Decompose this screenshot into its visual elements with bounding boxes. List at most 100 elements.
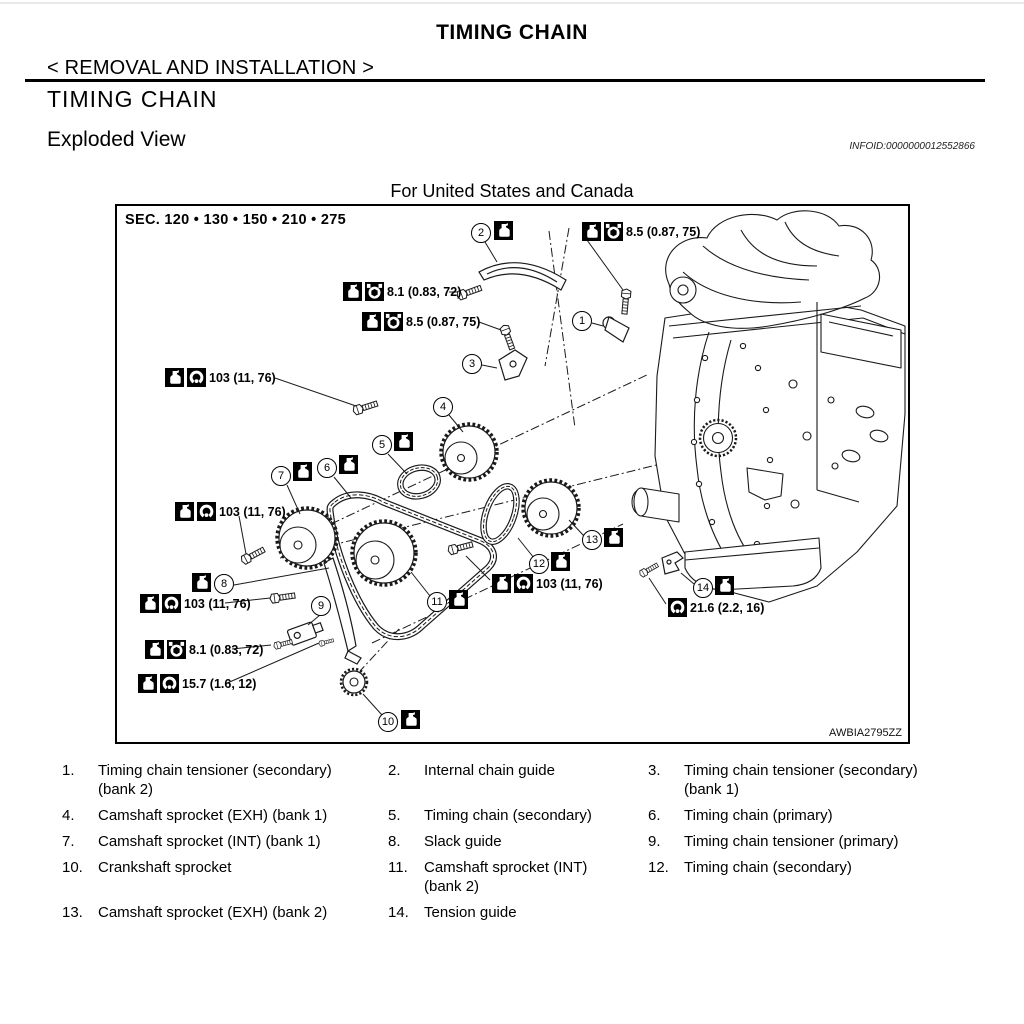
torque-label: 8.1 (0.83, 72): [145, 640, 263, 659]
legend-item-text: Timing chain tensioner (secondary) (bank…: [684, 762, 918, 798]
callout-3: 3: [462, 354, 482, 374]
legend-item-number: 8.: [388, 833, 401, 850]
oil-can-icon: [343, 282, 362, 301]
subsection-title: Exploded View: [47, 128, 186, 151]
open-end-wrench-icon: [197, 502, 216, 521]
callout-11: 11: [427, 592, 447, 612]
legend-item-text: Camshaft sprocket (EXH) (bank 1): [98, 807, 328, 824]
callout-14: 14: [693, 578, 713, 598]
legend-item-text: Timing chain tensioner (primary): [684, 833, 899, 850]
sprocket-art: [275, 422, 581, 697]
callout-12: 12: [529, 554, 549, 574]
legend-item-text: Timing chain tensioner (secondary) (bank…: [98, 762, 332, 798]
legend-item-4: 4. Camshaft sprocket (EXH) (bank 1): [62, 806, 388, 825]
small-parts-art: [286, 316, 684, 646]
torque-label: 8.1 (0.83, 72): [343, 282, 461, 301]
legend-item-number: 5.: [388, 807, 401, 824]
legend-item-5: 5. Timing chain (secondary): [388, 806, 648, 825]
legend-item-number: 12.: [648, 859, 669, 876]
oil-can-icon: [145, 640, 164, 659]
oil-can-icon: [165, 368, 184, 387]
oil-can-icon: [394, 432, 413, 451]
open-end-wrench-icon: [668, 598, 687, 617]
torque-value: 8.5 (0.87, 75): [626, 224, 701, 239]
legend-item-9: 9.Timing chain tensioner (primary): [648, 832, 962, 851]
legend-row: 7.Camshaft sprocket (INT) (bank 1) 8. Sla…: [62, 832, 972, 851]
oil-can-icon: [293, 462, 312, 481]
torque-value: 21.6 (2.2, 16): [690, 600, 765, 615]
legend-item-7: 7.Camshaft sprocket (INT) (bank 1): [62, 832, 388, 851]
oil-can-icon: [449, 590, 468, 609]
legend-item-text: Slack guide: [424, 833, 502, 850]
oil-can-icon: [551, 552, 570, 571]
parts-legend: 1.Timing chain tensioner (secondary) (ba…: [62, 761, 972, 929]
callout-8: 8: [214, 574, 234, 594]
torque-socket-icon: [604, 222, 623, 241]
legend-row: 1.Timing chain tensioner (secondary) (ba…: [62, 761, 972, 799]
torque-value: 103 (11, 76): [219, 504, 286, 519]
oil-can-icon: [362, 312, 381, 331]
torque-value: 8.1 (0.83, 72): [189, 642, 264, 657]
oil-can-icon: [192, 573, 211, 592]
figure-code: AWBIA2795ZZ: [829, 727, 902, 739]
header-rule: [25, 79, 985, 82]
torque-value: 103 (11, 76): [536, 576, 603, 591]
legend-item-number: 10.: [62, 859, 83, 876]
torque-value: 8.1 (0.83, 72): [387, 284, 462, 299]
oil-can-icon: [492, 574, 511, 593]
oil-can-icon: [138, 674, 157, 693]
torque-value: 103 (11, 76): [209, 370, 276, 385]
torque-label: 21.6 (2.2, 16): [668, 598, 764, 617]
engine-assembly-art: [631, 210, 906, 603]
legend-item-1: 1.Timing chain tensioner (secondary) (ba…: [62, 761, 388, 799]
torque-label: 103 (11, 76): [140, 594, 251, 613]
legend-row: 10.Crankshaft sprocket 11.Camshaft sproc…: [62, 858, 972, 896]
torque-label: 103 (11, 76): [175, 502, 286, 521]
oil-can-icon: [401, 710, 420, 729]
legend-item-2: 2.Internal chain guide: [388, 761, 648, 799]
oil-can-icon: [715, 576, 734, 595]
callout-9: 9: [311, 596, 331, 616]
torque-label: 103 (11, 76): [492, 574, 603, 593]
legend-item-text: Camshaft sprocket (INT) (bank 1): [98, 833, 321, 850]
legend-item-number: 11.: [388, 859, 408, 876]
legend-item-14: 14.Tension guide: [388, 903, 648, 922]
torque-value: 15.7 (1.6, 12): [182, 676, 257, 691]
legend-item-3: 3. Timing chain tensioner (secondary) (ba…: [648, 761, 962, 799]
oil-can-icon: [175, 502, 194, 521]
breadcrumb: < REMOVAL AND INSTALLATION >: [47, 57, 375, 79]
page-title: TIMING CHAIN: [436, 21, 588, 44]
legend-item-text: Timing chain (secondary): [424, 807, 592, 824]
legend-row: 4. Camshaft sprocket (EXH) (bank 1) 5. Tim…: [62, 806, 972, 825]
leader-lines: [224, 239, 695, 716]
section-title: TIMING CHAIN: [47, 86, 218, 112]
oil-can-icon: [140, 594, 159, 613]
callout-5: 5: [372, 435, 392, 455]
exploded-view-figure: SEC. 120 • 130 • 150 • 210 • 275 AWBIA27…: [115, 204, 910, 744]
torque-socket-icon: [384, 312, 403, 331]
legend-item-text: Camshaft sprocket (INT) (bank 2): [424, 859, 588, 895]
open-end-wrench-icon: [160, 674, 179, 693]
callout-2: 2: [471, 223, 491, 243]
torque-value: 103 (11, 76): [184, 596, 251, 611]
chain-guide-art: [323, 262, 567, 665]
legend-item-6: 6.Timing chain (primary): [648, 806, 962, 825]
legend-item-12: 12.Timing chain (secondary): [648, 858, 962, 896]
infoid-code: INFOID:0000000012552866: [849, 141, 975, 152]
legend-item-number: 4.: [62, 807, 75, 824]
callout-6: 6: [317, 458, 337, 478]
open-end-wrench-icon: [162, 594, 181, 613]
torque-value: 8.5 (0.87, 75): [406, 314, 481, 329]
legend-item-text: Timing chain (primary): [684, 807, 833, 824]
oil-can-icon: [339, 455, 358, 474]
oil-can-icon: [494, 221, 513, 240]
torque-label: 8.5 (0.87, 75): [362, 312, 480, 331]
legend-item-8: 8. Slack guide: [388, 832, 648, 851]
legend-item-number: 3.: [648, 762, 661, 779]
diagram-region-title: For United States and Canada: [390, 181, 634, 201]
callout-13: 13: [582, 530, 602, 550]
torque-label: 15.7 (1.6, 12): [138, 674, 256, 693]
legend-row: 13.Camshaft sprocket (EXH) (bank 2) 14.T…: [62, 903, 972, 922]
callout-7: 7: [271, 466, 291, 486]
